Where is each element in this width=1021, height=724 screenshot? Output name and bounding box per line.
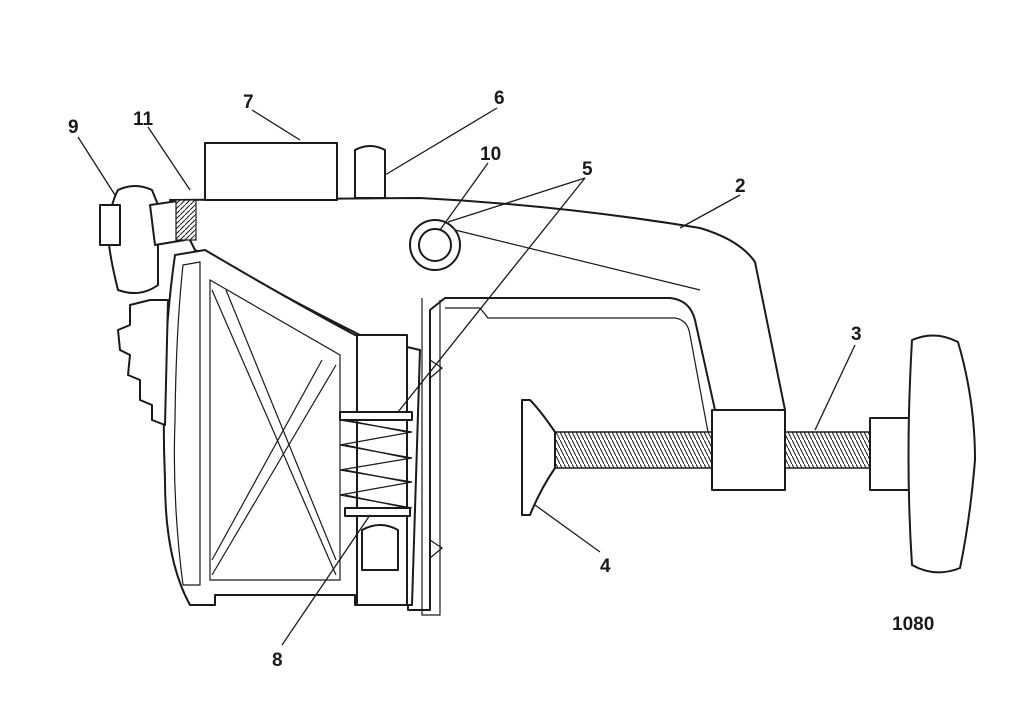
callout-labels: 2 3 4 5 6 7 8 9 10 11 bbox=[68, 88, 862, 671]
callout-4: 4 bbox=[600, 556, 611, 577]
callout-11: 11 bbox=[133, 109, 154, 130]
callout-9: 9 bbox=[68, 117, 79, 138]
pivot-bolt bbox=[409, 219, 701, 291]
callout-3: 3 bbox=[851, 324, 862, 345]
callout-10: 10 bbox=[480, 144, 501, 165]
callout-2: 2 bbox=[735, 176, 746, 197]
tilt-knob bbox=[99, 185, 197, 295]
top-block bbox=[204, 142, 386, 201]
leader-lines bbox=[77, 107, 856, 646]
callout-6: 6 bbox=[494, 88, 505, 109]
figure-number: 1080 bbox=[892, 614, 934, 635]
callout-7: 7 bbox=[243, 92, 254, 113]
callout-8: 8 bbox=[272, 650, 283, 671]
clamp-screw bbox=[521, 334, 976, 574]
callout-5: 5 bbox=[582, 159, 593, 180]
shaft-and-spring bbox=[339, 334, 413, 606]
